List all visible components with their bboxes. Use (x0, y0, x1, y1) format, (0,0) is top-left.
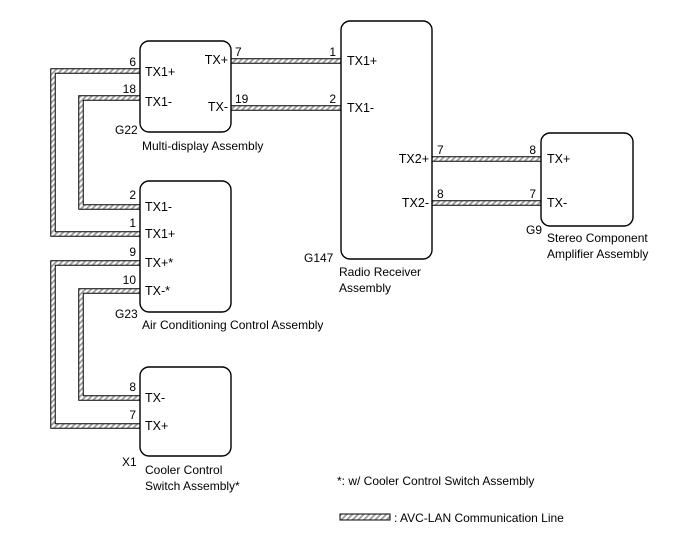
pin-number: 19 (235, 92, 249, 106)
terminal-label: TX+* (145, 256, 173, 270)
avc-lan-line-swatch (339, 513, 391, 521)
multi-display-box (139, 40, 232, 133)
pin-number: 7 (437, 143, 444, 157)
pin-number: 10 (123, 273, 137, 287)
multi-display-assembly: TX1+ TX1- TX+ TX- 6 18 7 19 G22 Multi-di… (115, 45, 263, 153)
connector-code: G22 (115, 123, 138, 137)
pin-number: 9 (129, 245, 136, 259)
pin-number: 7 (529, 187, 536, 201)
terminal-label: TX- (547, 196, 567, 210)
terminal-label: TX1+ (145, 65, 175, 79)
terminal-label: TX- (208, 100, 228, 114)
pin-number: 1 (329, 45, 336, 59)
component-name: Switch Assembly* (145, 479, 240, 493)
pin-number: 8 (437, 187, 444, 201)
component-name: Amplifier Assembly (547, 247, 648, 261)
component-name: Stereo Component (547, 231, 648, 245)
connector-code: G147 (304, 251, 334, 265)
pin-number: 8 (129, 380, 136, 394)
stereo-amplifier-assembly: TX+ TX- 8 7 G9 Stereo Component Amplifie… (526, 143, 648, 261)
avc-lan-lines (50, 58, 541, 429)
component-name: Assembly (339, 281, 391, 295)
terminal-label: TX1- (145, 95, 172, 109)
terminal-label: TX1+ (347, 54, 377, 68)
pin-number: 18 (123, 82, 137, 96)
connector-code: G23 (115, 307, 138, 321)
component-name: Radio Receiver (339, 265, 421, 279)
component-name: Multi-display Assembly (142, 139, 263, 153)
radio-receiver-assembly: TX1+ TX1- TX2+ TX2- 1 2 7 8 G147 Radio R… (304, 45, 444, 295)
terminal-label: TX+ (547, 152, 570, 166)
connector-code: X1 (122, 455, 137, 469)
component-name: Cooler Control (145, 463, 222, 477)
terminal-label: TX+ (205, 53, 228, 67)
terminal-label: TX1- (145, 200, 172, 214)
terminal-label: TX- (145, 391, 165, 405)
pin-number: 2 (329, 92, 336, 106)
pin-number: 6 (129, 55, 136, 69)
terminal-label: TX-* (145, 284, 170, 298)
terminal-label: TX1+ (145, 227, 175, 241)
terminal-label: TX2+ (399, 152, 429, 166)
terminal-label: TX2- (402, 196, 429, 210)
legend-label: : AVC-LAN Communication Line (394, 511, 564, 525)
pin-number: 7 (235, 45, 242, 59)
component-name: Air Conditioning Control Assembly (142, 318, 323, 332)
cooler-switch-assembly: TX- TX+ 8 7 X1 Cooler Control Switch Ass… (122, 380, 240, 493)
footnote: *: w/ Cooler Control Switch Assembly (337, 474, 534, 488)
pin-number: 2 (129, 188, 136, 202)
radio-receiver-box (340, 20, 433, 260)
air-conditioning-box (139, 180, 232, 313)
cooler-switch-box (139, 366, 232, 457)
legend: : AVC-LAN Communication Line (339, 511, 564, 525)
air-conditioning-assembly: TX1- TX1+ TX+* TX-* 2 1 9 10 G23 Air Con… (115, 188, 323, 332)
pin-number: 7 (129, 408, 136, 422)
terminal-label: TX1- (347, 101, 374, 115)
pin-number: 1 (129, 216, 136, 230)
pin-number: 8 (529, 143, 536, 157)
connector-code: G9 (526, 223, 542, 237)
stereo-amplifier-box (540, 132, 634, 227)
terminal-label: TX+ (145, 419, 168, 433)
